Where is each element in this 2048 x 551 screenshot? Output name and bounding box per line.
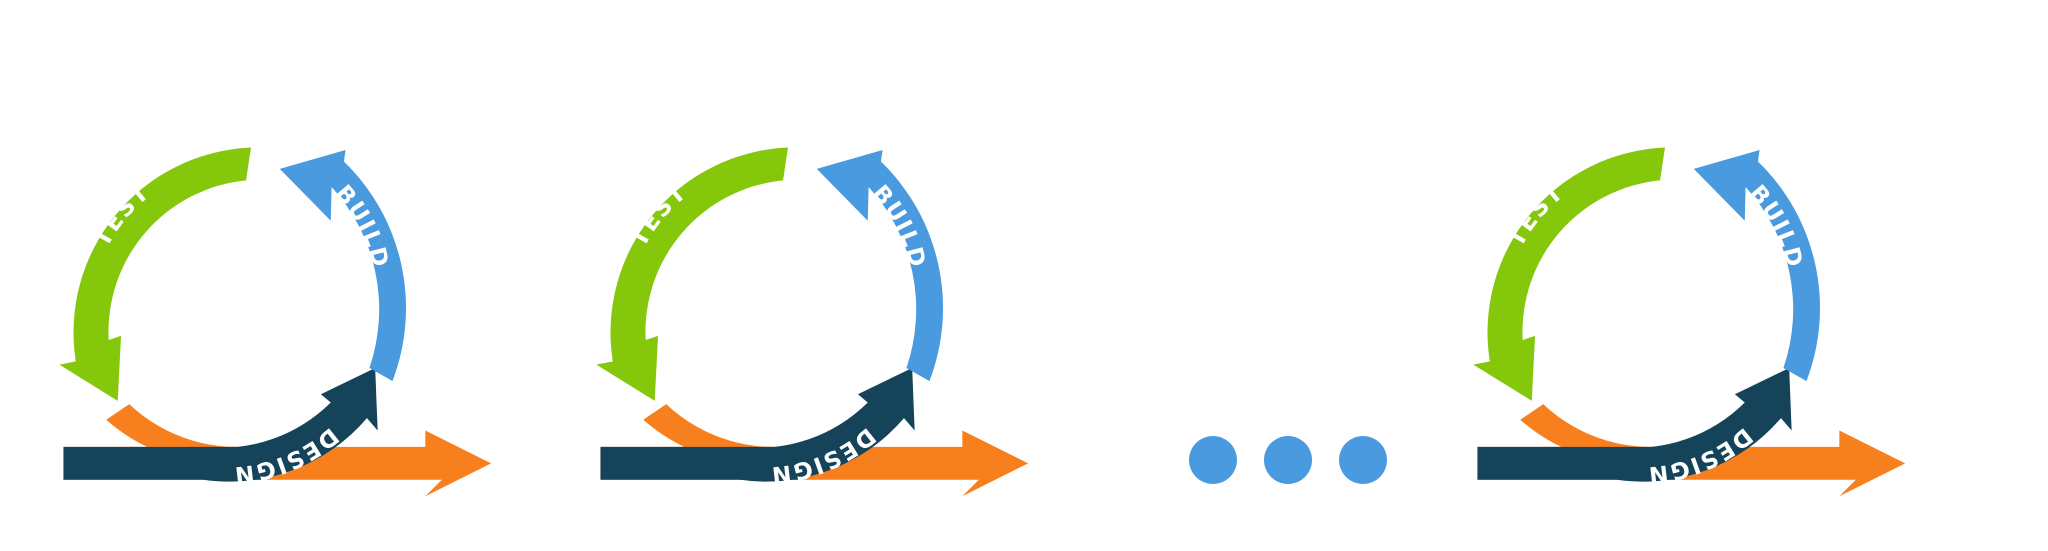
continuation-dots [1189, 436, 1387, 484]
continuation-dot-2 [1264, 436, 1312, 484]
continuation-dot-1 [1189, 436, 1237, 484]
continuation-dot-3 [1339, 436, 1387, 484]
